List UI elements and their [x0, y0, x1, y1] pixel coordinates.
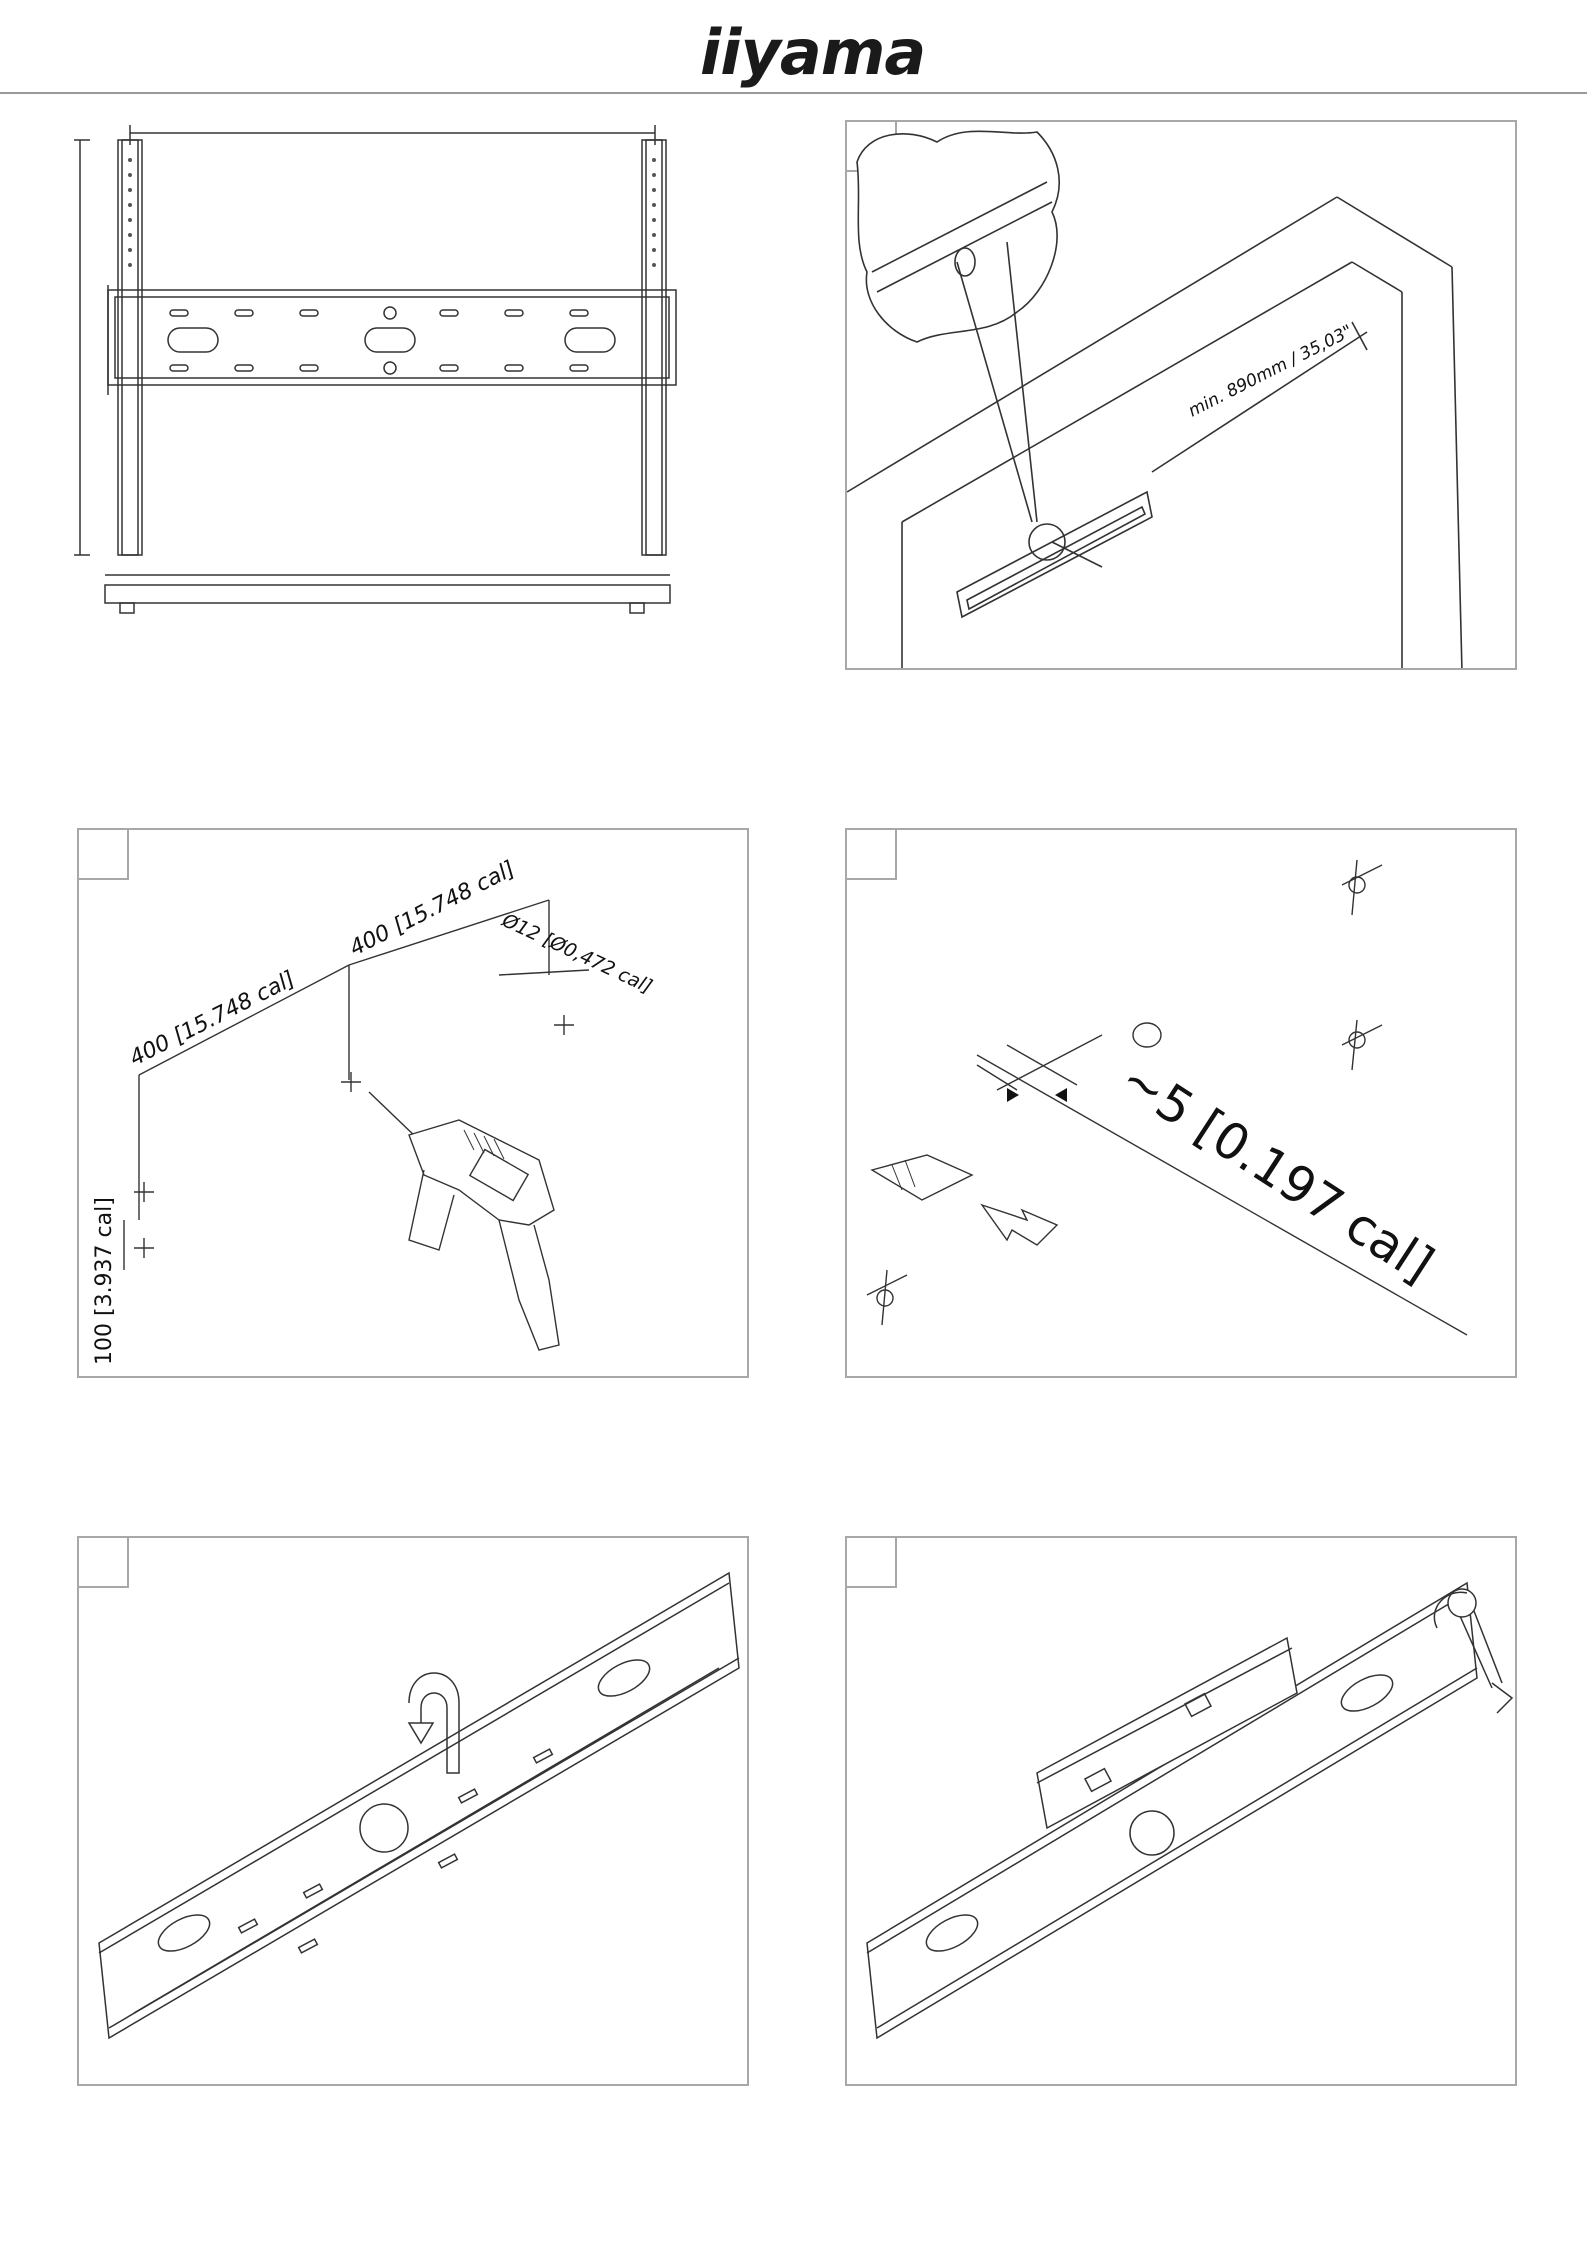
hang-bracket-svg	[79, 1538, 749, 2086]
wall-placement-svg: min. 890mm / 35,03"	[847, 122, 1517, 670]
iiyama-logo: iiyama	[700, 18, 925, 88]
leveling-svg	[847, 1538, 1517, 2086]
anchor-svg: ~5 [0.197 cal]	[847, 830, 1517, 1378]
header-rule	[0, 92, 1587, 94]
dim-100-vertical: 100 [3.937 cal]	[92, 1197, 117, 1365]
anchor-depth-label: ~5 [0.197 cal]	[1110, 1049, 1443, 1294]
bracket-technical-drawing	[60, 115, 690, 635]
panel-step-3: 400 [15.748 cal] 400 [15.748 cal] Ø12 [Ø…	[77, 828, 749, 1378]
dim-400-right: 400 [15.748 cal]	[346, 857, 519, 962]
panel-step-6	[845, 1536, 1517, 2086]
dim-400-left: 400 [15.748 cal]	[126, 967, 299, 1072]
panel-step-4: ~5 [0.197 cal]	[845, 828, 1517, 1378]
min-distance-label: min. 890mm / 35,03"	[1185, 321, 1356, 421]
page-header: iiyama	[0, 0, 1587, 94]
panel-step-5	[77, 1536, 749, 2086]
hole-diameter: Ø12 [Ø0,472 cal]	[498, 909, 656, 998]
panel-step-2: min. 890mm / 35,03"	[845, 120, 1517, 670]
bracket-drawing-svg	[60, 115, 690, 635]
drilling-svg: 400 [15.748 cal] 400 [15.748 cal] Ø12 [Ø…	[79, 830, 749, 1378]
